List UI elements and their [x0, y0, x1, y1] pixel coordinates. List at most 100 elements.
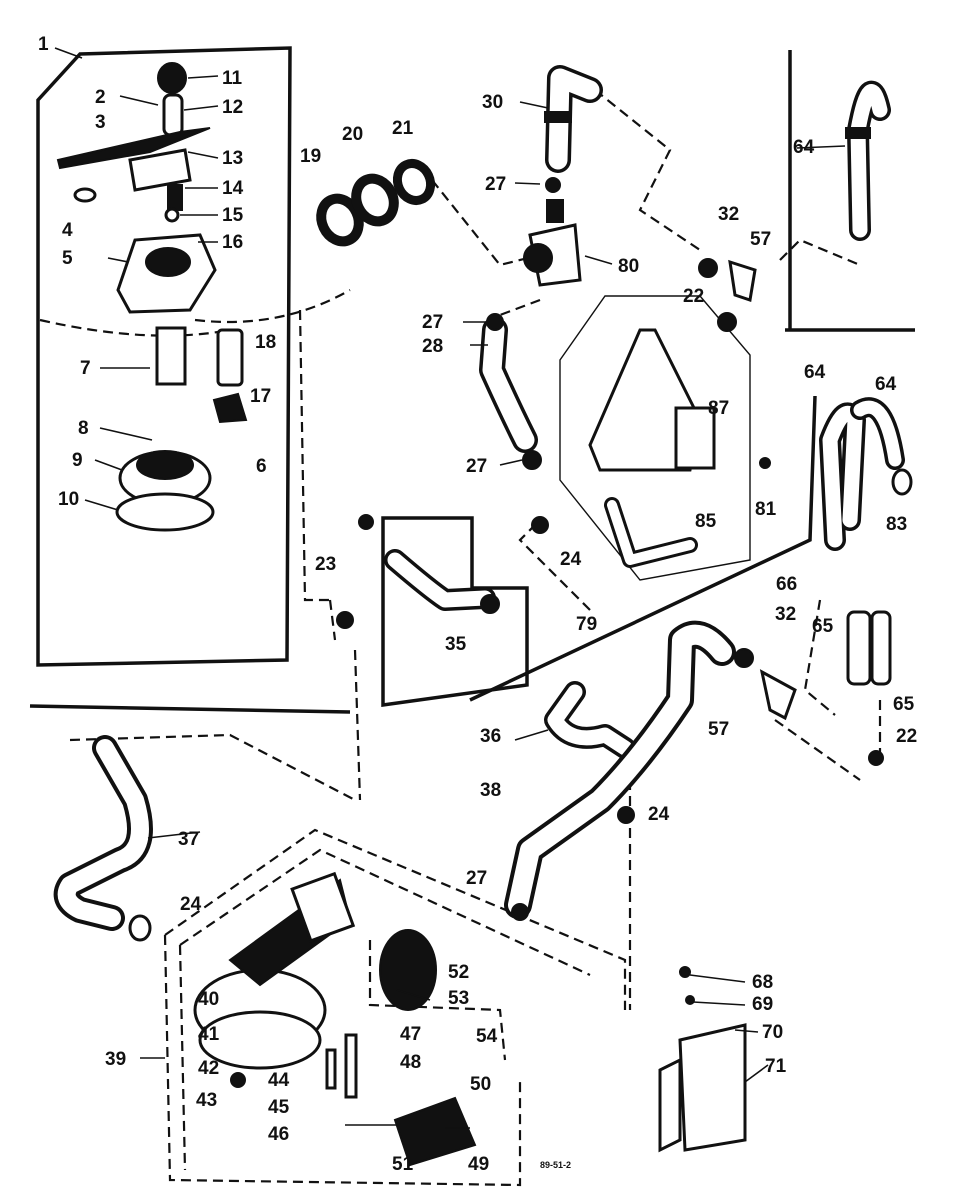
label-65-right: 65 — [893, 694, 915, 715]
label-8: 8 — [78, 418, 89, 439]
label-32-mid: 32 — [775, 604, 796, 625]
label-70: 70 — [762, 1022, 783, 1043]
label-47: 47 — [400, 1024, 421, 1045]
label-5: 5 — [62, 248, 73, 269]
label-48: 48 — [400, 1052, 421, 1073]
label-45: 45 — [268, 1097, 290, 1118]
label-28: 28 — [422, 336, 443, 357]
label-38: 38 — [480, 780, 501, 801]
label-64-right: 64 — [875, 374, 897, 395]
label-87: 87 — [708, 398, 729, 419]
label-19: 19 — [300, 146, 321, 167]
label-15: 15 — [222, 205, 244, 226]
seal-rings — [316, 159, 436, 247]
label-68: 68 — [752, 972, 773, 993]
label-22-top: 22 — [683, 286, 704, 307]
label-2: 2 — [95, 87, 106, 108]
dash-leader-5 — [518, 519, 861, 1010]
label-49: 49 — [468, 1154, 489, 1175]
hose-38 — [504, 620, 736, 921]
label-35: 35 — [445, 634, 467, 655]
label-16: 16 — [222, 232, 243, 253]
label-20: 20 — [342, 124, 363, 145]
label-7: 7 — [80, 358, 91, 379]
label-41: 41 — [198, 1024, 220, 1045]
label-arrows — [54, 47, 846, 1129]
dash-leader-4 — [499, 238, 861, 317]
dash-leader-8 — [39, 289, 351, 337]
motor-assembly — [193, 871, 477, 1167]
label-27-a: 27 — [485, 174, 506, 195]
label-22-right: 22 — [896, 726, 917, 747]
label-57-top: 57 — [750, 229, 771, 250]
label-46: 46 — [268, 1124, 289, 1145]
label-64-top: 64 — [793, 137, 815, 158]
label-9: 9 — [72, 450, 83, 471]
hose-28 — [479, 313, 542, 470]
panel-outline-hexagon — [559, 295, 751, 581]
label-11: 11 — [222, 68, 243, 89]
label-80: 80 — [618, 256, 639, 277]
cabinet-box — [381, 516, 529, 708]
cabinet-edge-left — [29, 704, 351, 714]
label-53: 53 — [448, 988, 469, 1009]
label-27-d: 27 — [466, 868, 487, 889]
label-52: 52 — [448, 962, 469, 983]
label-4: 4 — [62, 220, 73, 241]
label-64-left: 64 — [804, 362, 826, 383]
hose-36 — [544, 681, 636, 759]
hose-64 — [819, 80, 913, 766]
label-83: 83 — [886, 514, 907, 535]
panel-outline-bottom — [163, 828, 627, 1187]
label-1: 1 — [38, 34, 49, 55]
dash-leader-1 — [298, 309, 337, 641]
label-79: 79 — [576, 614, 597, 635]
panel-outline-bottom-inner — [178, 848, 591, 1171]
label-14: 14 — [222, 178, 244, 199]
label-36: 36 — [480, 726, 501, 747]
valve-assembly — [56, 62, 248, 532]
label-65-left: 65 — [812, 616, 834, 637]
label-37: 37 — [178, 829, 199, 850]
hose-35 — [336, 514, 500, 629]
label-24-left: 24 — [180, 894, 202, 915]
dash-leader-6 — [803, 599, 882, 760]
label-24-center: 24 — [560, 549, 582, 570]
label-17: 17 — [250, 386, 271, 407]
label-6: 6 — [256, 456, 267, 477]
label-32-top: 32 — [718, 204, 739, 225]
label-69: 69 — [752, 994, 773, 1015]
label-40: 40 — [198, 989, 219, 1010]
fittings-32-57 — [698, 258, 797, 721]
dash-leader-7 — [368, 940, 507, 1061]
label-43: 43 — [196, 1090, 217, 1111]
label-21: 21 — [392, 118, 414, 139]
label-81: 81 — [755, 499, 777, 520]
label-27-c: 27 — [466, 456, 487, 477]
bracket-68-71 — [658, 966, 747, 1153]
label-71: 71 — [765, 1056, 787, 1077]
label-44: 44 — [268, 1070, 290, 1091]
label-10: 10 — [58, 489, 79, 510]
label-13: 13 — [222, 148, 243, 169]
label-18: 18 — [255, 332, 276, 353]
label-85: 85 — [695, 511, 717, 532]
dash-leader-2 — [69, 649, 362, 801]
label-23: 23 — [315, 554, 336, 575]
label-50: 50 — [470, 1074, 491, 1095]
hose-30 — [523, 65, 603, 287]
pump-assembly — [531, 328, 771, 568]
panel-outline-top-left — [36, 46, 292, 667]
label-51: 51 — [392, 1154, 414, 1175]
hose-37 — [53, 735, 153, 942]
label-30: 30 — [482, 92, 503, 113]
part-labels: 1 2 3 4 5 6 7 8 9 10 11 12 13 14 15 16 1… — [38, 34, 917, 1175]
label-27-b: 27 — [422, 312, 443, 333]
label-54: 54 — [476, 1026, 498, 1047]
label-42: 42 — [198, 1058, 219, 1079]
footer-code: 89-51-2 — [540, 1160, 571, 1170]
panel-outline-hexagon-outer — [469, 50, 915, 702]
label-12: 12 — [222, 97, 243, 118]
label-39: 39 — [105, 1049, 126, 1070]
